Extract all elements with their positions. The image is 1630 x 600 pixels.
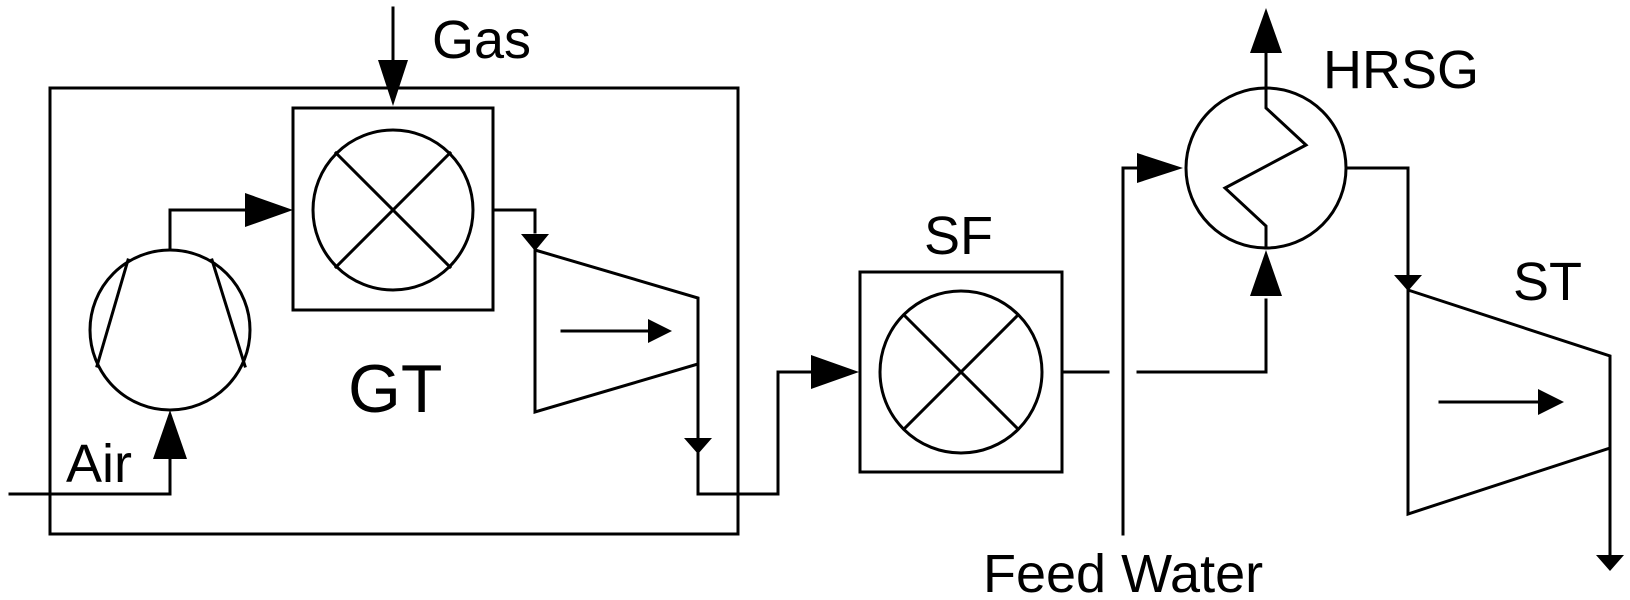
gas-label: Gas xyxy=(432,10,531,70)
feed-water-line xyxy=(1121,166,1142,536)
hrsg-gas-inlet-line xyxy=(1136,298,1268,374)
hrsg xyxy=(1184,86,1348,250)
compressor-outlet-line xyxy=(168,208,252,252)
gt-exhaust-arrowhead xyxy=(684,438,712,454)
combustor-burner-circle xyxy=(311,128,475,292)
combustor-inlet-arrowhead xyxy=(245,193,293,227)
air-inlet-arrowhead xyxy=(153,410,187,459)
sf-inlet-arrowhead xyxy=(811,355,859,389)
supplementary-firing xyxy=(858,270,1064,474)
steam-turbine-label: ST xyxy=(1513,252,1582,312)
hrsg-gas-inlet-arrowhead xyxy=(1250,250,1282,296)
st-exhaust-arrowhead xyxy=(1596,555,1624,571)
hrsg-heat-exchanger-coil xyxy=(1222,86,1309,250)
sf-burner-cross-b xyxy=(901,312,1021,432)
air-inlet-line xyxy=(8,448,172,496)
gas-turbine-flow-arrowhead xyxy=(648,319,672,343)
gas-turbine-expander xyxy=(533,247,700,415)
steam-turbine-flow-arrowhead xyxy=(1538,389,1564,415)
combustor-outlet-line xyxy=(491,208,537,234)
sf-burner-circle xyxy=(878,289,1044,455)
hrsg-label: HRSG xyxy=(1323,40,1479,100)
turbine-inlet-arrowhead xyxy=(521,234,549,251)
air-label: Air xyxy=(66,434,132,494)
stack-exhaust-arrowhead xyxy=(1250,8,1282,53)
gt-to-sf-line xyxy=(696,370,817,496)
gas-turbine-label: GT xyxy=(348,351,442,427)
st-inlet-arrowhead xyxy=(1394,275,1422,291)
feed-water-arrowhead xyxy=(1137,153,1183,183)
steam-turbine xyxy=(1406,287,1612,517)
combustor xyxy=(291,106,495,312)
compressor-casing xyxy=(88,248,252,412)
compressor-blade-left xyxy=(95,258,130,368)
combustor-burner-cross-b xyxy=(333,150,453,270)
gas-inlet-arrowhead xyxy=(378,60,408,106)
feed-water-label: Feed Water xyxy=(983,544,1263,600)
supplementary-firing-label: SF xyxy=(924,206,993,266)
compressor xyxy=(88,248,252,412)
compressor-blade-right xyxy=(210,258,247,368)
hrsg-steam-outlet-line xyxy=(1344,166,1410,276)
